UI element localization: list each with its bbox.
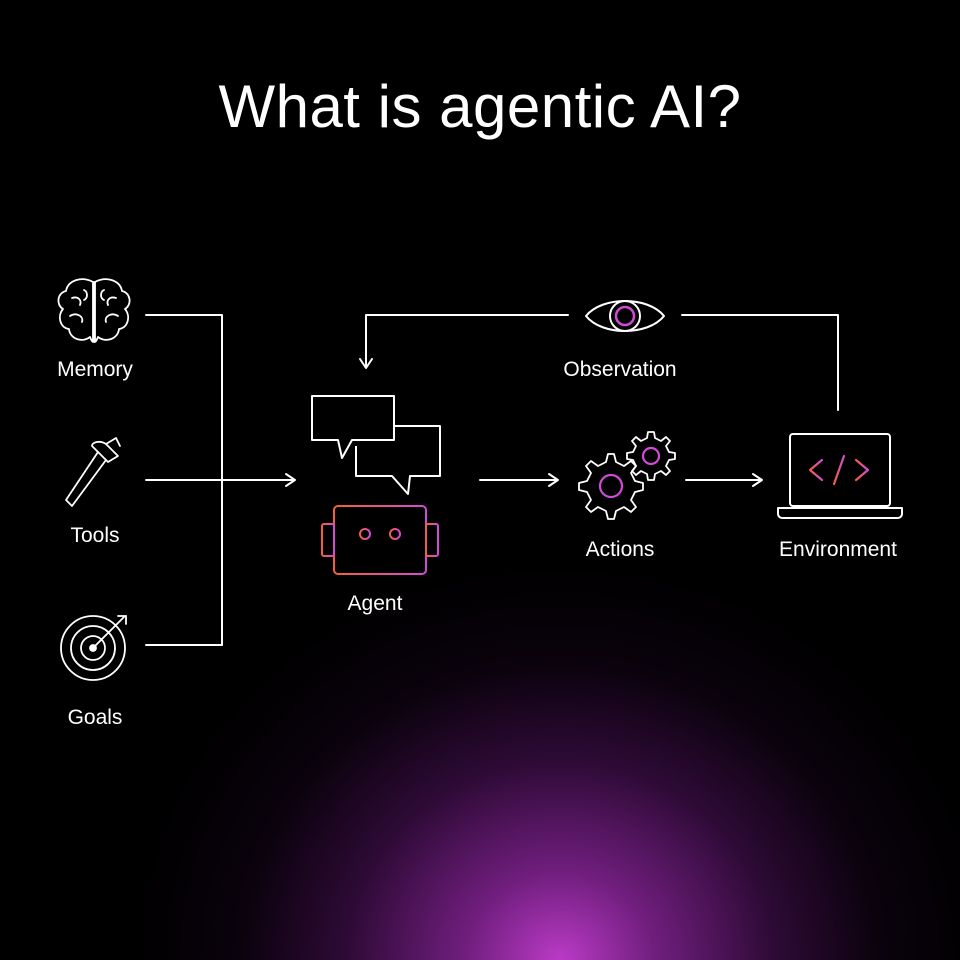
edge-environment-observation: [681, 314, 839, 411]
node-label-agent: Agent: [347, 592, 403, 615]
brain-icon: [57, 278, 131, 343]
page-title: What is agentic AI?: [218, 73, 742, 140]
arrowhead-to-environment: [752, 473, 763, 487]
speech-bubbles-icon: [311, 395, 441, 495]
laptop-code-icon: [777, 433, 903, 519]
eye-icon: [585, 300, 665, 332]
robot-icon: [321, 505, 439, 575]
node-label-environment: Environment: [779, 538, 897, 561]
arrowhead-to-agent: [285, 473, 296, 487]
target-icon: [60, 615, 127, 681]
node-label-tools: Tools: [70, 524, 120, 547]
node-label-actions: Actions: [585, 538, 655, 561]
hammer-icon: [65, 437, 121, 507]
gears-icon: [578, 431, 676, 520]
node-label-goals: Goals: [67, 706, 123, 729]
edge-memory-agent: [145, 314, 223, 646]
arrowhead-to-actions: [548, 473, 559, 487]
edge-observation-agent: [365, 314, 569, 367]
node-label-observation: Observation: [563, 358, 677, 381]
node-label-memory: Memory: [57, 358, 133, 381]
arrowhead-to-agent-top: [359, 358, 373, 369]
